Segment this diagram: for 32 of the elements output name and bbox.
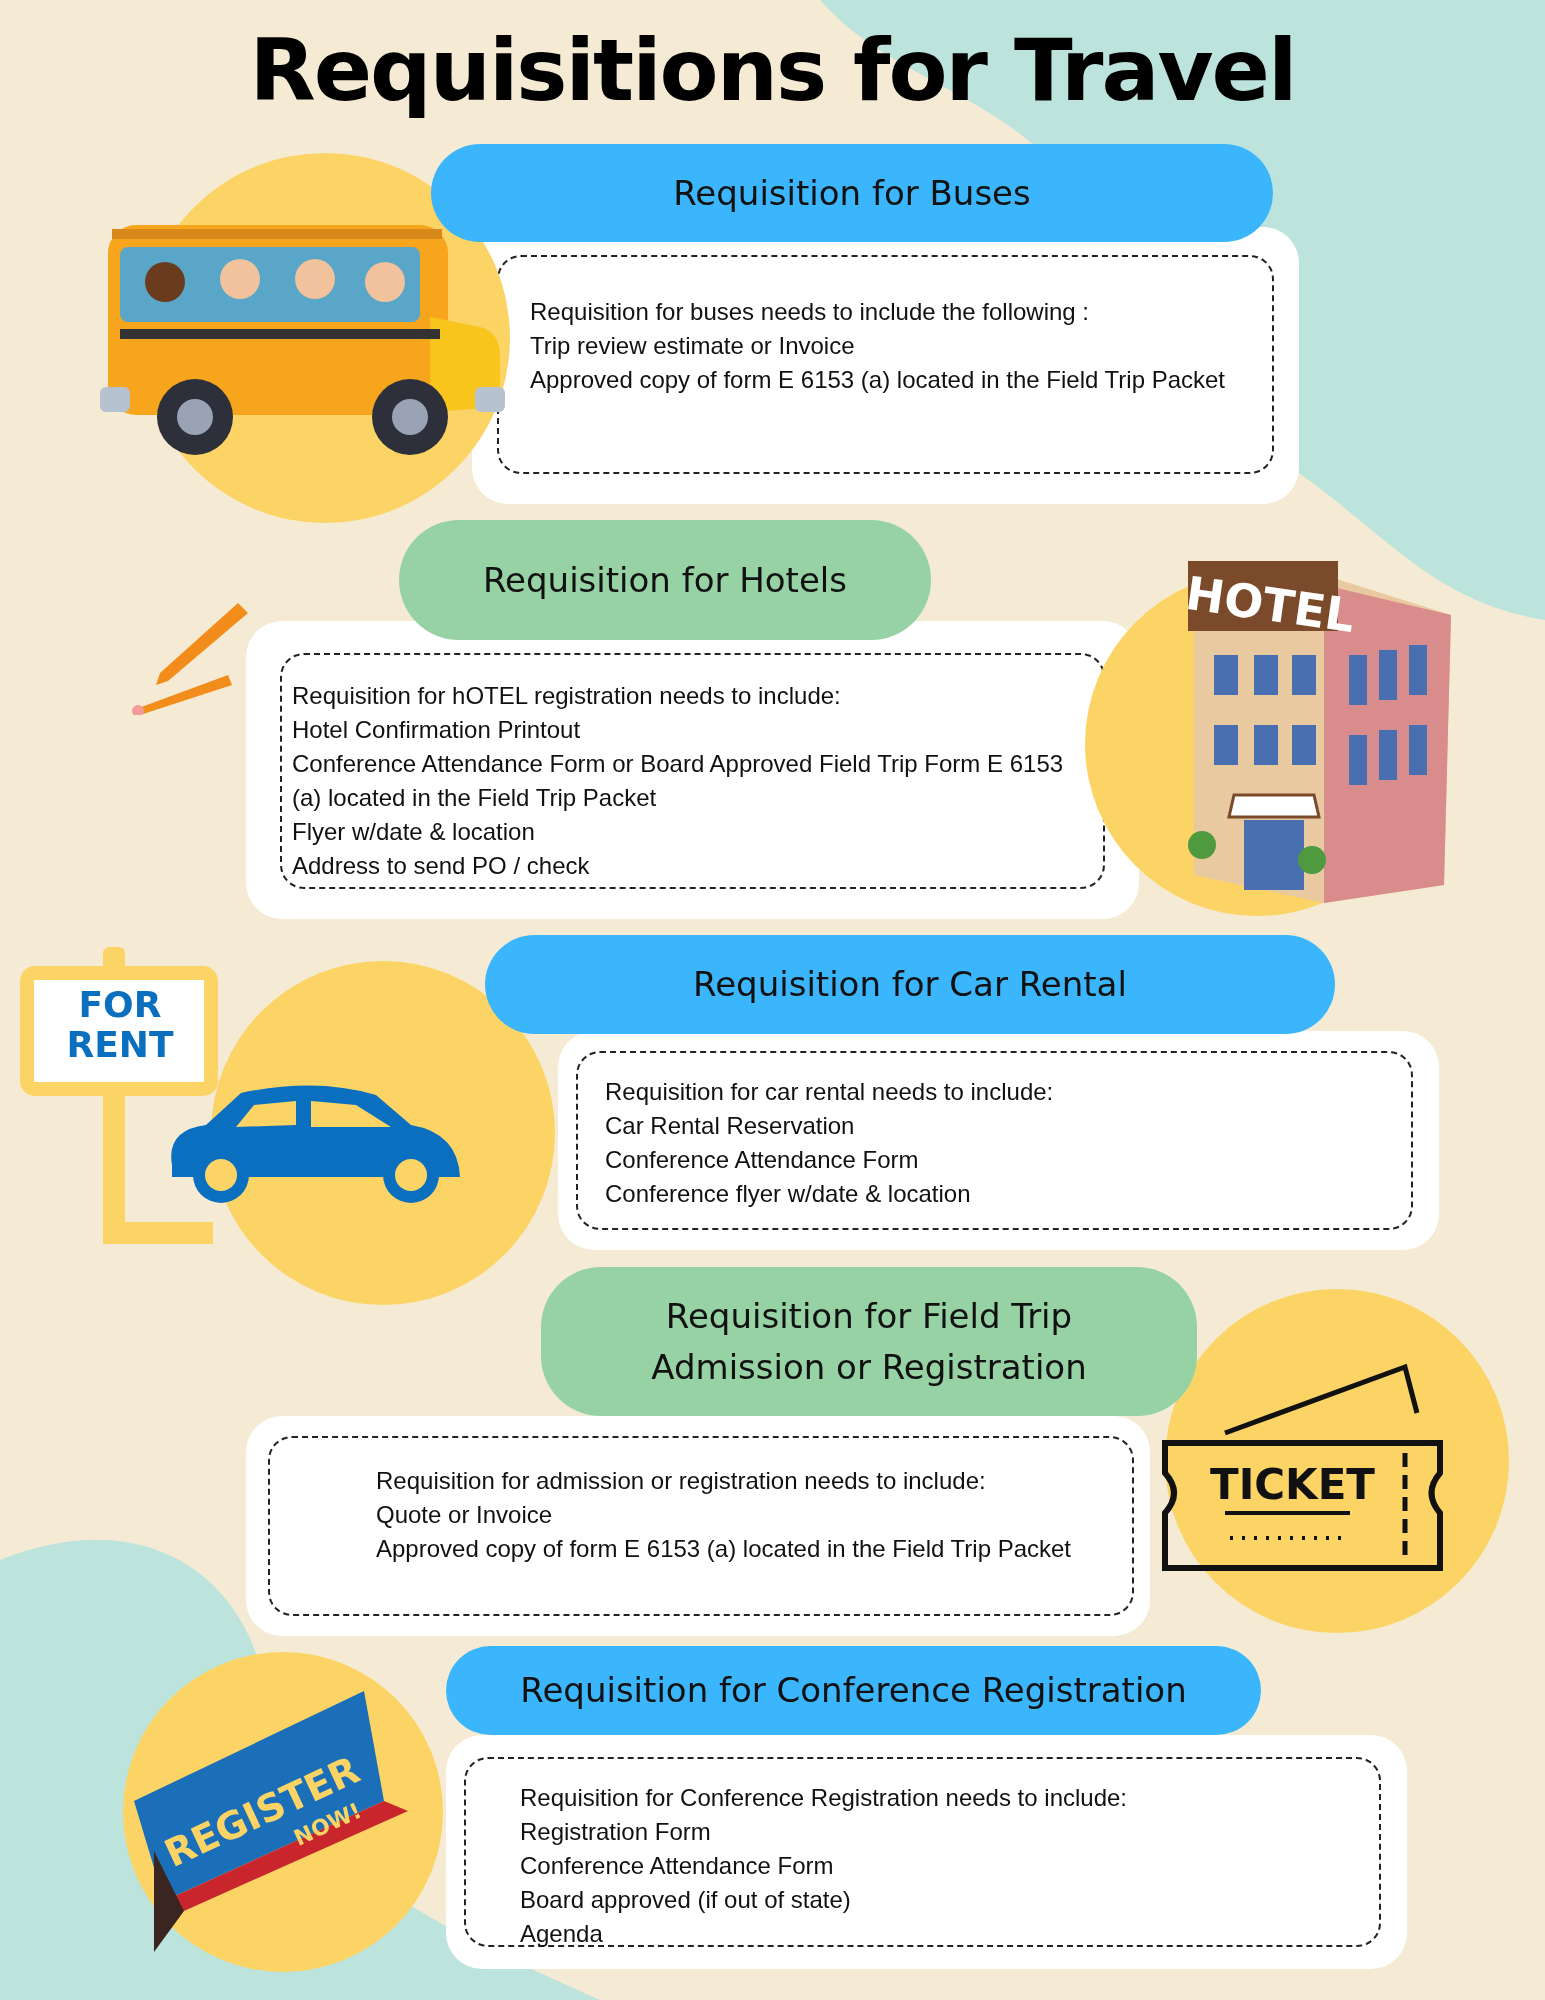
requirement-item: Conference Attendance Form or Board Approved Field Trip Form E 6153 (a) located in the Field Trip Packet bbox=[292, 749, 1065, 813]
requirement-item: Trip review estimate or Invoice bbox=[530, 331, 856, 361]
sign-text: HOTEL bbox=[1182, 566, 1359, 644]
intro-text: Requisition for admission or registration needs to include: bbox=[376, 1466, 987, 1496]
requirement-item: Quote or Invoice bbox=[376, 1500, 554, 1530]
ticket-text: TICKET bbox=[1210, 1460, 1375, 1509]
requirement-item: Conference flyer w/date & location bbox=[605, 1179, 972, 1209]
section-heading: Requisition for Field Trip Admission or Registration bbox=[541, 1267, 1197, 1416]
section-heading: Requisition for Conference Registration bbox=[446, 1646, 1261, 1735]
requirement-item: Car Rental Reservation bbox=[605, 1111, 856, 1141]
intro-text: Requisition for car rental needs to include: bbox=[605, 1077, 1055, 1107]
requirement-item: Address to send PO / check bbox=[292, 851, 591, 881]
requirement-item: Approved copy of form E 6153 (a) located in the Field Trip Packet bbox=[376, 1534, 1073, 1564]
requirement-item: Hotel Confirmation Printout bbox=[292, 715, 582, 745]
requirement-item: Conference Attendance Form bbox=[520, 1851, 835, 1881]
content-card bbox=[446, 1735, 1407, 1969]
intro-text: Requisition for hOTEL registration needs to include: bbox=[292, 681, 842, 711]
requirement-item: Board approved (if out of state) bbox=[520, 1885, 852, 1915]
intro-text: Requisition for buses needs to include the following : bbox=[530, 297, 1090, 327]
title: Requisitions for Travel bbox=[248, 20, 1297, 120]
intro-text: Requisition for Conference Registration needs to include: bbox=[520, 1783, 1129, 1813]
section-heading: Requisition for Buses bbox=[431, 144, 1273, 242]
requirement-item: Approved copy of form E 6153 (a) located in the Field Trip Packet bbox=[530, 365, 1227, 395]
requirement-item: Conference Attendance Form bbox=[605, 1145, 920, 1175]
section-heading: Requisition for Hotels bbox=[399, 520, 931, 640]
content-card bbox=[558, 1031, 1439, 1250]
requirement-item: Agenda bbox=[520, 1919, 604, 1949]
requirement-item: Registration Form bbox=[520, 1817, 712, 1847]
requirement-item: Flyer w/date & location bbox=[292, 817, 536, 847]
section-heading: Requisition for Car Rental bbox=[485, 935, 1335, 1034]
content-card bbox=[246, 1416, 1150, 1636]
sign-text: FOR RENT bbox=[65, 985, 175, 1065]
